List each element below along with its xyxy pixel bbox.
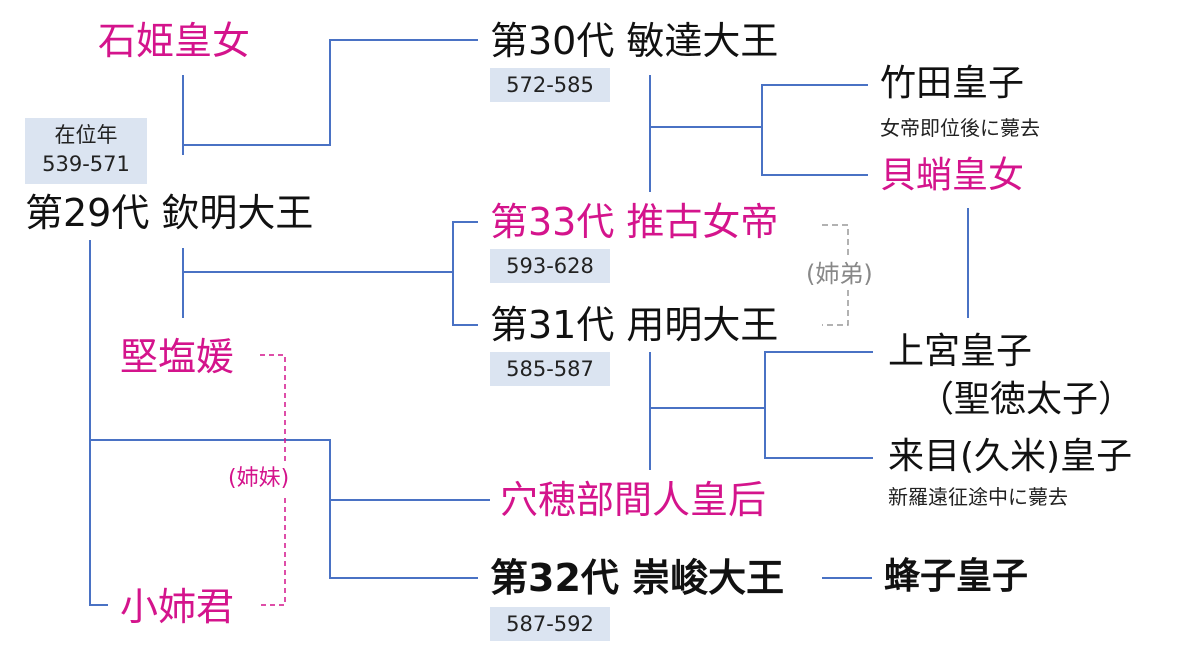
kume-name: 来目(久米)皇子: [888, 436, 1133, 477]
shotoku-name: （聖徳太子）: [918, 379, 1135, 420]
siblings-brother-note: (姉弟): [806, 260, 873, 288]
sushun-name: 第32代 崇峻大王: [490, 556, 785, 600]
line-marriage3-horizontal: [90, 439, 478, 579]
oanegimi-name: 小姉君: [120, 585, 235, 629]
ishihime-name: 石姫皇女: [98, 19, 251, 63]
kinmei-reign-label: 在位年: [54, 123, 118, 147]
bidatsu-name: 第30代 敏達大王: [490, 19, 779, 63]
hachiko-name: 蜂子皇子: [884, 556, 1029, 597]
yomei-reign-badge: 585-587: [490, 352, 610, 386]
suiko-reign-badge: 593-628: [490, 249, 610, 283]
kamitsumiya-name: 上宮皇子: [888, 331, 1033, 372]
yomei-name: 第31代 用明大王: [490, 303, 779, 347]
suiko-name: 第33代 推古女帝: [490, 200, 779, 244]
takeda-name: 竹田皇子: [880, 63, 1025, 104]
kinmei-reign-badge: 在位年 539-571: [25, 118, 147, 184]
line-kinmei-oanegimi: [89, 240, 108, 606]
anahobe-name: 穴穂部間人皇后: [500, 478, 767, 522]
line-marriage1-to-bidatsu: [183, 39, 478, 146]
bidatsu-reign-badge: 572-585: [490, 68, 610, 102]
kinmei-name: 第29代 欽明大王: [25, 191, 314, 235]
kaitako-name: 貝蛸皇女: [880, 155, 1025, 196]
kume-note: 新羅遠征途中に薨去: [888, 485, 1068, 509]
line-to-kamitsumiya-kume: [764, 351, 873, 459]
dashed-bracket-katashio-oanegimi: [260, 354, 286, 462]
siblings-sister-note: (姉妹): [228, 466, 290, 491]
kinmei-reign-years: 539-571: [42, 152, 130, 176]
line-to-suiko-yomei: [452, 221, 478, 326]
line-to-takeda-kaitako: [761, 84, 868, 176]
sushun-reign-badge: 587-592: [490, 607, 610, 641]
katashiohime-name: 堅塩媛: [120, 335, 235, 379]
takeda-note: 女帝即位後に薨去: [880, 116, 1040, 140]
dashed-bracket-suiko-yomei: [822, 224, 849, 258]
